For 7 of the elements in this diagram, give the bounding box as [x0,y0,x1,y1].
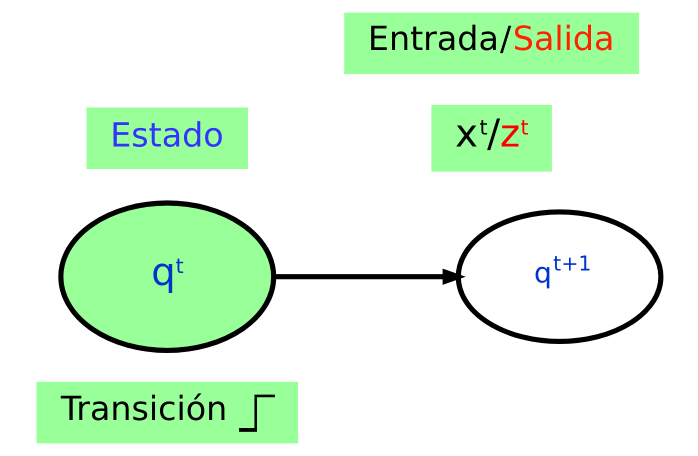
node-ellipse: q$^{t}$ [58,200,276,353]
node-ellipse: q$^{t+1}$ [456,209,664,344]
node-box: Transición [36,382,298,444]
arrow [274,268,466,285]
node-box: Estado [86,107,248,170]
node-box: Entrada/Salida [344,12,640,74]
node-box: x$^{t}$/z$^{t}$ [431,104,552,172]
